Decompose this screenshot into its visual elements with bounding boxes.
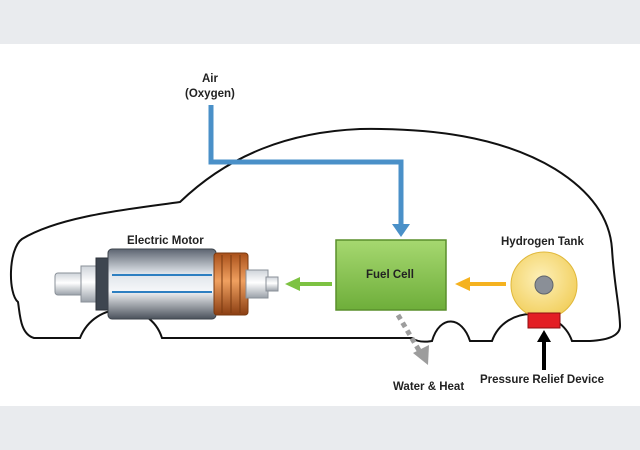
power-arrowhead — [285, 277, 300, 291]
pressure-relief-pointer-head — [537, 330, 551, 342]
fuel-cell-box — [335, 239, 447, 311]
oxygen-label: (Oxygen) — [185, 88, 235, 100]
water-arrow — [395, 313, 423, 354]
water-arrowhead — [413, 345, 429, 365]
car-outline-icon — [9, 127, 622, 343]
air-label: Air — [202, 73, 218, 85]
hydrogen-arrowhead — [455, 277, 470, 291]
water-heat-label: Water & Heat — [393, 381, 465, 393]
air-arrow — [208, 105, 404, 224]
pressure-relief-device — [527, 312, 561, 329]
electric-motor-label: Electric Motor — [127, 235, 204, 247]
diagram-panel: Air (Oxygen) Electric Motor Fuel Cell Hy… — [0, 44, 640, 406]
fuel-cell-label: Fuel Cell — [366, 269, 414, 281]
hydrogen-tank-icon — [510, 251, 578, 319]
hydrogen-tank-label: Hydrogen Tank — [501, 236, 584, 248]
fuel-cell-vehicle-diagram — [9, 105, 622, 370]
electric-motor-icon — [54, 248, 279, 320]
pressure-relief-label: Pressure Relief Device — [480, 374, 605, 386]
air-arrowhead — [392, 224, 410, 237]
